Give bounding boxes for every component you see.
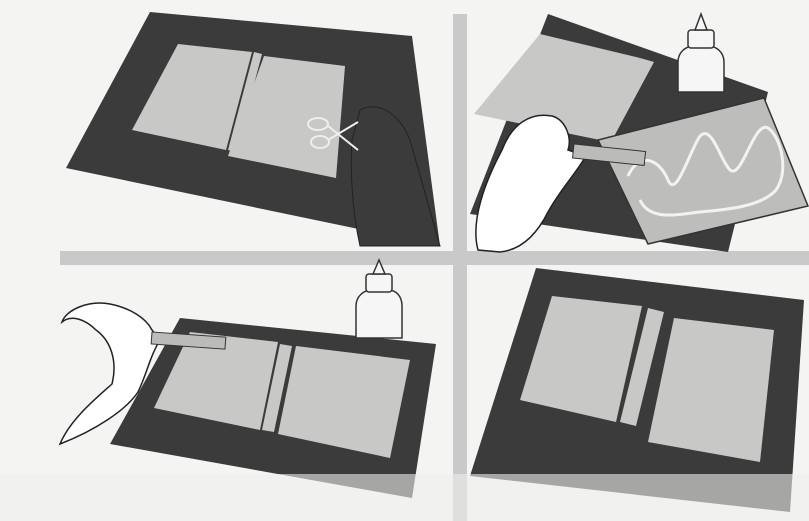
glue-bottle-icon: [678, 14, 724, 92]
panel-top-right: [470, 14, 808, 252]
vertical-divider: [453, 14, 467, 521]
horizontal-divider: [60, 251, 809, 265]
bottom-strip: [0, 474, 809, 521]
panel-bottom-left: [60, 260, 436, 498]
glue-bottle-icon: [356, 260, 402, 338]
panel-top-left: [66, 12, 440, 246]
